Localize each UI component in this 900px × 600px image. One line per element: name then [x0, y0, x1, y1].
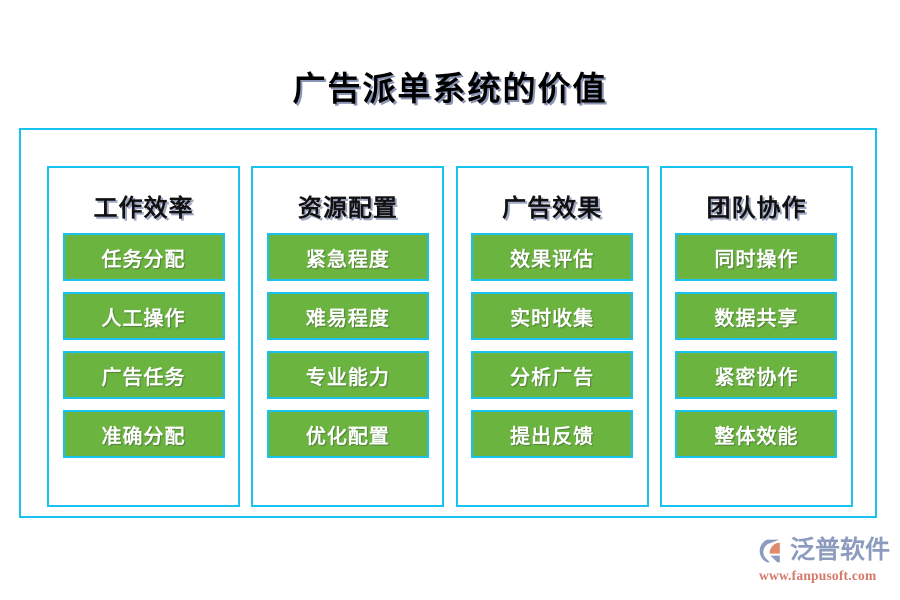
- brand-logo-name: 泛普软件: [790, 537, 891, 564]
- page-title: 广告派单系统的价值: [292, 72, 608, 108]
- column-card-2[interactable]: 资源配置 紧急程度 难易程度 专业能力 优化配置: [251, 166, 445, 507]
- brand-logo: 泛普软件 www.fanpusoft.com: [757, 534, 893, 586]
- column-items-2: 紧急程度 难易程度 专业能力 优化配置: [253, 233, 442, 458]
- column-items-4: 同时操作 数据共享 紧密协作 整体效能: [662, 233, 851, 458]
- item-box[interactable]: 专业能力: [266, 351, 429, 399]
- item-box[interactable]: 紧急程度: [266, 233, 429, 281]
- item-box[interactable]: 整体效能: [675, 410, 838, 458]
- item-box[interactable]: 优化配置: [266, 410, 429, 458]
- item-box[interactable]: 提出反馈: [471, 410, 634, 458]
- columns-row: 工作效率 任务分配 人工操作 广告任务 准确分配 资源配置 紧急程度 难易程度 …: [47, 166, 853, 507]
- column-items-3: 效果评估 实时收集 分析广告 提出反馈: [458, 233, 647, 458]
- column-card-3[interactable]: 广告效果 效果评估 实时收集 分析广告 提出反馈: [455, 166, 649, 507]
- value-diagram-frame: 工作效率 任务分配 人工操作 广告任务 准确分配 资源配置 紧急程度 难易程度 …: [19, 128, 877, 518]
- column-items-1: 任务分配 人工操作 广告任务 准确分配: [49, 233, 238, 458]
- item-box[interactable]: 准确分配: [62, 410, 225, 458]
- item-box[interactable]: 广告任务: [62, 351, 225, 399]
- column-title-4: 团队协作: [706, 196, 807, 222]
- item-box[interactable]: 任务分配: [62, 233, 225, 281]
- column-title-2: 资源配置: [297, 196, 398, 222]
- item-box[interactable]: 同时操作: [675, 233, 838, 281]
- item-box[interactable]: 分析广告: [471, 351, 634, 399]
- column-title-3: 广告效果: [502, 196, 603, 222]
- brand-logo-top: 泛普软件: [757, 534, 890, 567]
- item-box[interactable]: 数据共享: [675, 292, 838, 340]
- brand-logo-url: www.fanpusoft.com: [759, 568, 877, 583]
- column-card-1[interactable]: 工作效率 任务分配 人工操作 广告任务 准确分配: [47, 166, 240, 507]
- fanpu-arc-logo-icon: [757, 536, 787, 566]
- item-box[interactable]: 人工操作: [62, 292, 225, 340]
- item-box[interactable]: 效果评估: [471, 233, 634, 281]
- column-title-1: 工作效率: [93, 196, 194, 222]
- column-card-4[interactable]: 团队协作 同时操作 数据共享 紧密协作 整体效能: [659, 166, 853, 507]
- item-box[interactable]: 难易程度: [266, 292, 429, 340]
- item-box[interactable]: 实时收集: [471, 292, 634, 340]
- item-box[interactable]: 紧密协作: [675, 351, 838, 399]
